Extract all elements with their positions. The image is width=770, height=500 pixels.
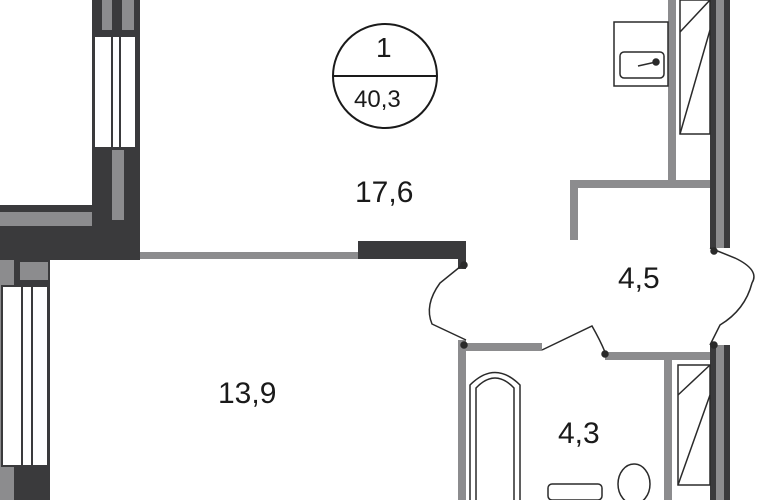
- kitchen-niche-wall: [668, 0, 676, 180]
- apartment-badge: [332, 23, 438, 129]
- kitchen-cabinet: [679, 0, 711, 135]
- kitchen-fixtures: [613, 0, 711, 135]
- interior-walls: [140, 0, 730, 500]
- wall-step-grey-2: [112, 150, 124, 220]
- wall-upper-left-grey-2: [122, 0, 134, 30]
- window-upper: [93, 35, 137, 149]
- wall-lower-left-grey: [20, 262, 48, 280]
- kitchen-sink: [613, 21, 669, 87]
- partition-dark-segment: [358, 241, 466, 259]
- partition-bedroom-right: [458, 340, 466, 500]
- room-area-hallway: 4,5: [618, 262, 660, 295]
- bathtub: [469, 371, 521, 500]
- partition-living-bedroom: [140, 252, 360, 259]
- partition-hall-top: [570, 180, 720, 188]
- window-lower: [1, 285, 49, 467]
- apartment-total-area: 40,3: [354, 86, 401, 113]
- room-area-bathroom: 4,3: [558, 417, 600, 450]
- toilet: [617, 463, 651, 500]
- bathroom-fixtures: [469, 364, 711, 500]
- apartment-number: 1: [376, 32, 392, 63]
- door-bathroom: [541, 325, 606, 353]
- washbasin: [547, 483, 603, 500]
- wall-upper-left-grey: [102, 0, 112, 30]
- door-entrance: [709, 247, 755, 346]
- wall-cabinet-bath: [677, 364, 711, 486]
- windows: [1, 35, 137, 467]
- wall-step-grey: [0, 212, 92, 226]
- room-area-living-kitchen: 17,6: [355, 176, 414, 209]
- door-hall-left: [428, 261, 467, 341]
- room-area-bedroom: 13,9: [218, 377, 277, 410]
- doors: [428, 247, 755, 358]
- partition-bath-top: [458, 343, 542, 351]
